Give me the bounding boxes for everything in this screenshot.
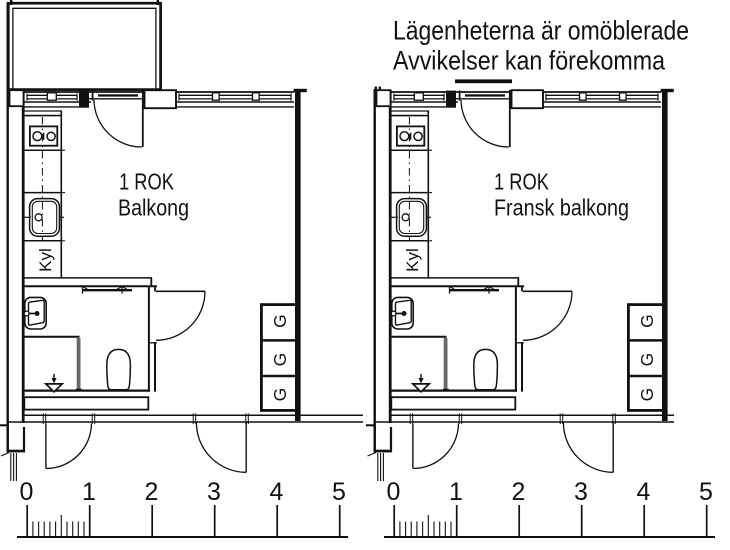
svg-text:0: 0 [19,478,33,506]
svg-text:1: 1 [82,478,96,506]
svg-text:Avvikelser kan förekomma: Avvikelser kan förekomma [393,46,665,76]
svg-text:1 ROK: 1 ROK [119,168,175,194]
svg-text:Fransk balkong: Fransk balkong [494,195,629,221]
svg-text:G: G [637,314,657,328]
svg-text:5: 5 [332,478,346,506]
svg-text:1 ROK: 1 ROK [494,168,550,194]
svg-text:3: 3 [207,478,221,506]
svg-text:G: G [637,353,657,367]
svg-text:Kyl: Kyl [403,248,422,272]
svg-text:3: 3 [574,478,588,506]
svg-text:1: 1 [449,478,463,506]
svg-text:G: G [270,314,290,328]
svg-text:G: G [270,353,290,367]
svg-text:4: 4 [269,478,283,506]
svg-text:2: 2 [511,478,525,506]
svg-text:Lägenheterna är omöblerade: Lägenheterna är omöblerade [393,16,689,46]
svg-text:5: 5 [699,478,713,506]
svg-text:Kyl: Kyl [36,248,55,272]
svg-text:G: G [637,388,657,402]
svg-text:G: G [270,388,290,402]
svg-text:0: 0 [386,478,400,506]
svg-text:Balkong: Balkong [118,195,189,221]
svg-text:2: 2 [144,478,158,506]
svg-text:4: 4 [636,478,650,506]
